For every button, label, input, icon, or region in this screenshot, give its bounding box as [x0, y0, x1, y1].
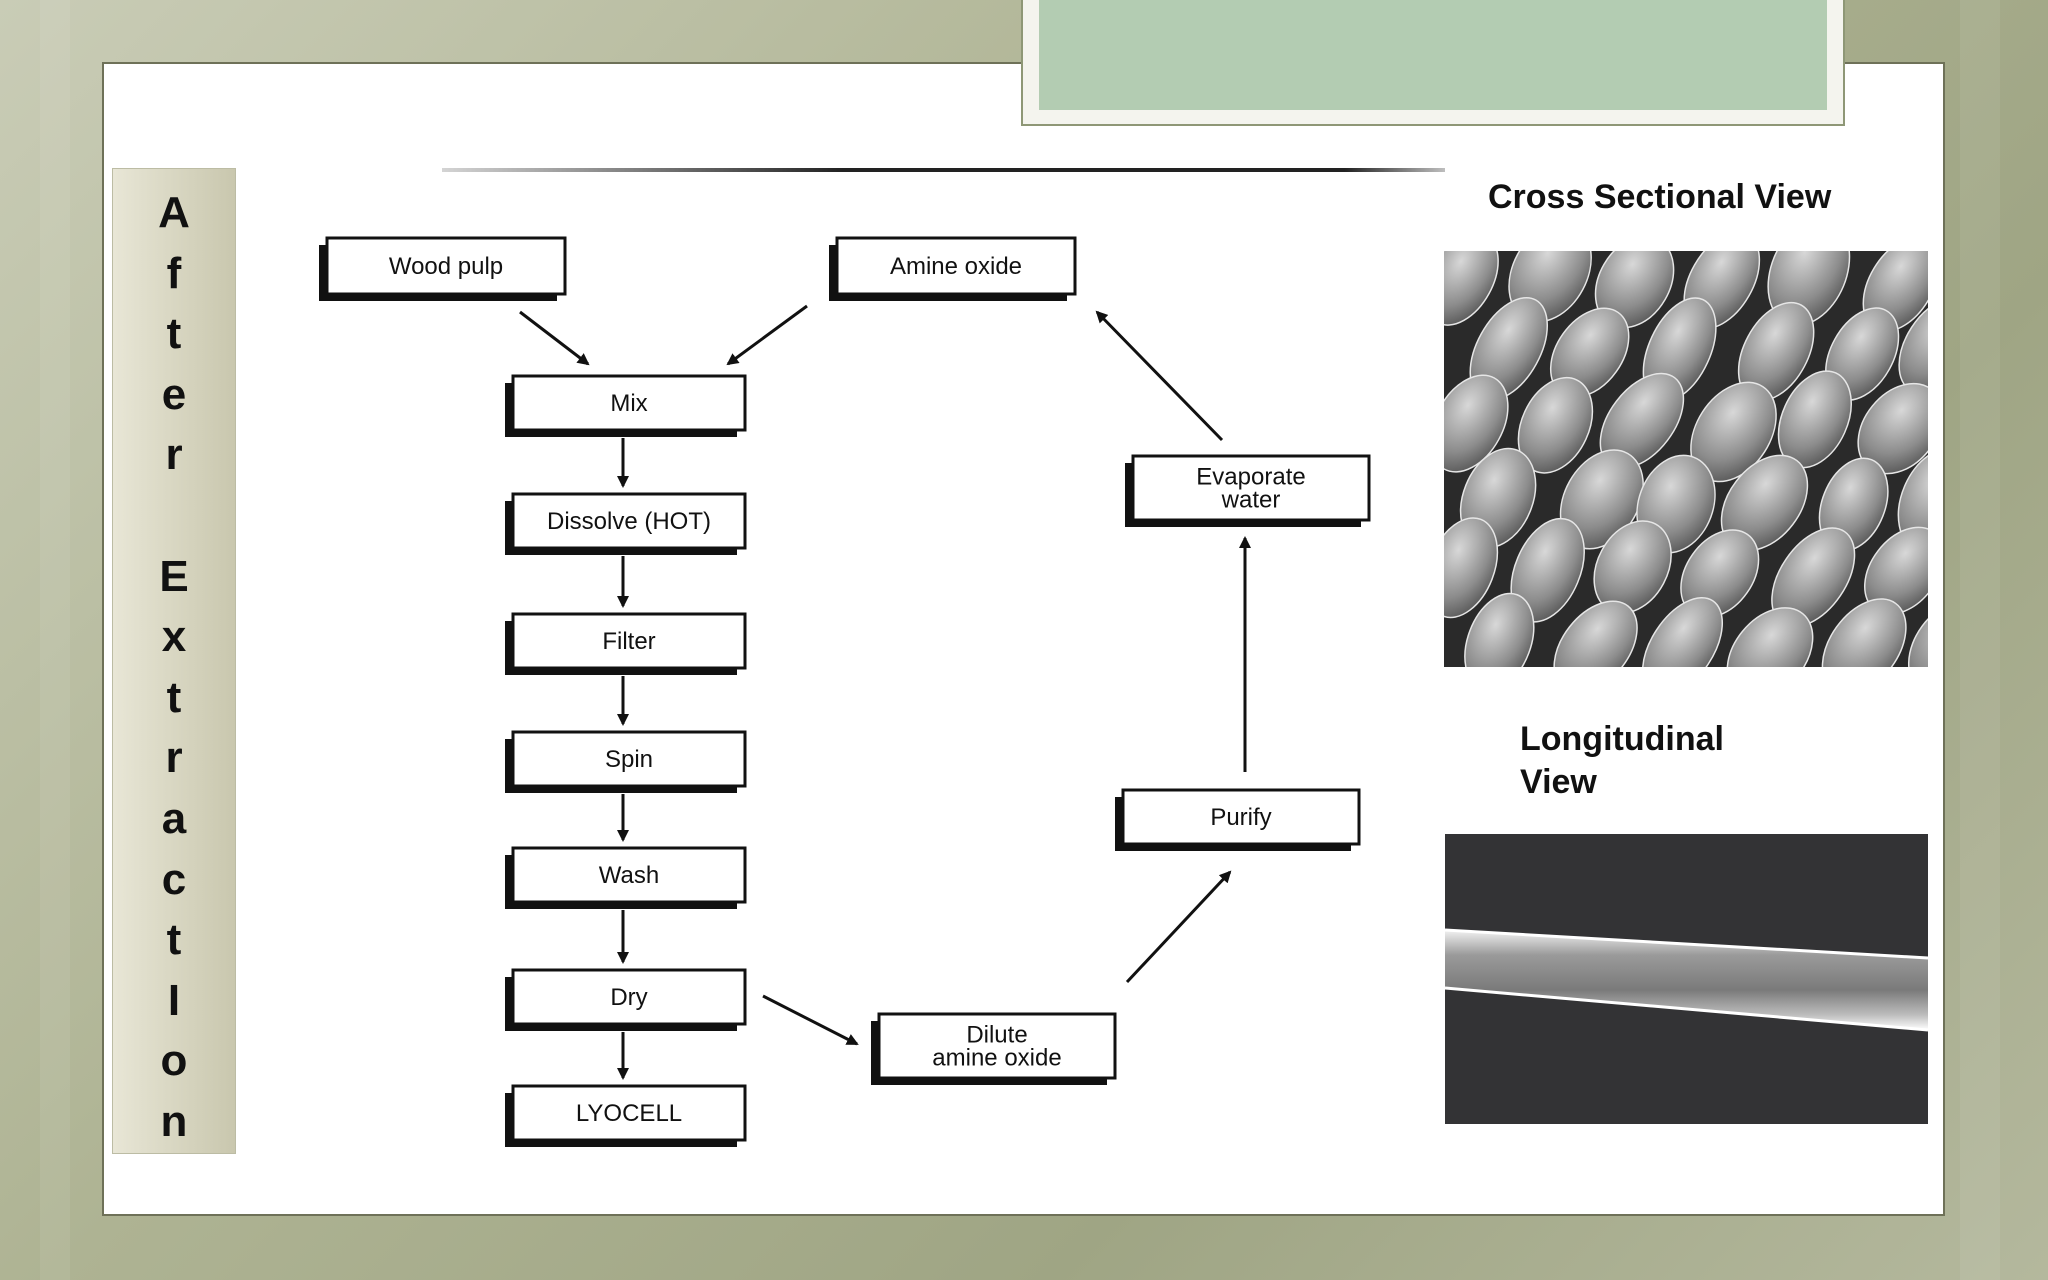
longitudinal-heading: Longitudinal View	[1520, 718, 1724, 804]
fiber-cross-section	[1726, 607, 1814, 667]
flow-node-mix: Mix	[505, 374, 747, 437]
cross-section-heading: Cross Sectional View	[1488, 178, 1832, 216]
flow-arrow-wood_pulp-to-mix	[519, 310, 590, 366]
longitudinal-heading-line2: View	[1520, 763, 1597, 801]
flow-node-dry: Dry	[505, 968, 747, 1031]
fiber-cross-section	[1907, 599, 1928, 667]
flow-node-box	[835, 236, 1077, 296]
flow-node-wash: Wash	[505, 846, 747, 909]
flow-node-box	[511, 846, 747, 904]
title-box-fill	[1039, 0, 1827, 110]
fiber-cross-section	[1821, 598, 1907, 667]
flowchart-top-border	[442, 168, 1445, 172]
side-label-char: t	[166, 672, 182, 722]
flow-arrow-dilute-to-purify	[1125, 870, 1232, 984]
flow-node-box	[511, 968, 747, 1026]
longitudinal-fiber	[1445, 928, 1928, 1032]
flow-node-dissolve: Dissolve (HOT)	[505, 492, 747, 555]
side-label-char: E	[159, 551, 189, 601]
fiber-cross-section	[1553, 600, 1638, 667]
fiber-cross-section	[1444, 251, 1499, 326]
flow-node-label: Filter	[602, 628, 655, 655]
flow-node-box	[511, 730, 747, 788]
flow-node-label: Purify	[1210, 804, 1271, 831]
side-label-char: r	[165, 430, 183, 480]
side-label-char: f	[166, 248, 182, 298]
flow-node-label: Spin	[605, 746, 653, 773]
flow-arrow-amine_oxide-to-mix	[726, 304, 808, 366]
side-label-char: n	[160, 1096, 188, 1146]
title-box	[1021, 0, 1845, 126]
fiber-cross-section	[1464, 592, 1535, 667]
side-label-char: c	[161, 854, 187, 904]
side-label-char: e	[161, 369, 187, 419]
flow-node-label: Wash	[599, 862, 659, 889]
flow-node-purify: Purify	[1115, 788, 1361, 851]
side-label-char: o	[160, 1036, 188, 1086]
flow-node-box	[1121, 788, 1361, 846]
flow-node-label: Dry	[610, 984, 647, 1011]
flow-node-box	[325, 236, 567, 296]
fiber-cross-section	[1444, 517, 1499, 619]
flow-node-box	[1131, 454, 1371, 522]
flow-node-box	[511, 374, 747, 432]
flow-node-box	[511, 1084, 747, 1142]
sem-longitudinal-image	[1445, 834, 1928, 1124]
fiber-cross-section	[1444, 374, 1509, 473]
side-label-char: r	[165, 733, 183, 783]
side-label-char: t	[166, 309, 182, 359]
flow-arrow-evaporate-to-amine_oxide	[1095, 310, 1224, 442]
side-label-char: x	[161, 612, 187, 662]
flow-node-label: Wood pulp	[389, 253, 503, 280]
flow-arrow-dry-to-dilute	[762, 994, 859, 1046]
side-label-char: t	[166, 915, 182, 965]
flow-node-amine-oxide: Amine oxide	[829, 236, 1077, 301]
flow-node-lyocell: LYOCELL	[505, 1084, 747, 1147]
sem-cross-section-image	[1444, 251, 1928, 667]
longitudinal-heading-line1: Longitudinal	[1520, 720, 1724, 758]
flow-node-label: Mix	[610, 390, 647, 417]
side-label-char: a	[161, 793, 187, 843]
flow-node-label: Dissolve (HOT)	[547, 508, 711, 535]
cross-section-fibers	[1444, 251, 1928, 667]
side-label-char: A	[158, 188, 190, 237]
flow-node-spin: Spin	[505, 730, 747, 793]
flow-node-filter: Filter	[505, 612, 747, 675]
side-label-char: I	[167, 975, 181, 1025]
fiber-cross-section	[1641, 596, 1724, 667]
flow-node-box	[511, 492, 747, 550]
flow-node-box	[511, 612, 747, 670]
flow-node-label: LYOCELL	[576, 1100, 682, 1127]
flow-node-label: Amine oxide	[890, 253, 1022, 280]
flow-node-box	[877, 1012, 1117, 1080]
flow-node-wood-pulp: Wood pulp	[319, 236, 567, 301]
